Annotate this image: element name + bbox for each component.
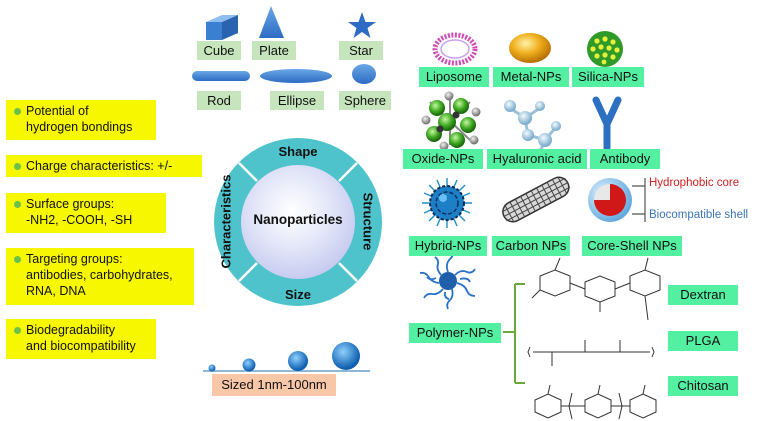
property-text: Surface groups: (26, 197, 115, 211)
cube-shape (206, 15, 238, 40)
nanoparticle-wheel (214, 138, 382, 306)
circle-label-characteristics: Characteristics (218, 174, 234, 269)
carbon-nanotube-illustration (501, 176, 571, 223)
size-scale-particles (203, 342, 370, 372)
shape-label-rod: Rod (197, 91, 241, 110)
circle-center-label: Nanoparticles (253, 212, 343, 227)
property-charge: Charge characteristics: +/- (6, 155, 202, 177)
label-polymer-nps: Polymer-NPs (409, 323, 501, 343)
antibody-illustration (592, 96, 622, 152)
circle-label-structure: Structure (360, 192, 376, 251)
label-hyaluronic-acid: Hyaluronic acid (487, 149, 587, 169)
size-range-label: Sized 1nm-100nm (212, 374, 336, 396)
label-hybrid-nps: Hybrid-NPs (409, 236, 487, 256)
label-core-shell-nps: Core-Shell NPs (582, 236, 682, 256)
sphere-shape (352, 64, 376, 84)
bullet-dot (14, 108, 21, 115)
label-liposome: Liposome (419, 67, 489, 87)
plga-structure (527, 340, 655, 366)
property-biodegradability: Biodegradability and biocompatibility (6, 319, 156, 359)
core-shell-illustration (588, 178, 646, 222)
property-text: Targeting groups: (26, 252, 123, 266)
label-plga: PLGA (668, 331, 738, 351)
property-text: Potential of (26, 104, 89, 118)
polymer-bracket (503, 283, 525, 384)
circle-label-size: Size (284, 287, 311, 302)
label-antibody: Antibody (590, 149, 660, 169)
hyaluronic-acid-illustration (504, 100, 561, 158)
ellipse-shape (260, 69, 332, 83)
chitosan-structure (534, 384, 657, 420)
property-hydrogen-bonding: Potential of hydrogen bondings (6, 100, 156, 140)
shape-label-ellipse: Ellipse (270, 91, 324, 110)
liposome-illustration (432, 32, 478, 66)
property-text: hydrogen bondings (26, 120, 133, 134)
shape-label-sphere: Sphere (339, 91, 391, 110)
label-dextran: Dextran (668, 285, 738, 305)
property-surface-groups: Surface groups: -NH2, -COOH, -SH (6, 193, 166, 233)
label-carbon-nps: Carbon NPs (492, 236, 570, 256)
label-chitosan: Chitosan (668, 376, 738, 396)
label-silica-nps: Silica-NPs (572, 67, 644, 87)
plate-shape (259, 6, 284, 38)
shape-label-plate: Plate (252, 41, 296, 60)
property-text: -NH2, -COOH, -SH (26, 213, 133, 227)
property-text: antibodies, carbohydrates, (26, 268, 173, 282)
rod-shape (192, 71, 250, 81)
shape-label-cube: Cube (197, 41, 241, 60)
silica-np-illustration (587, 31, 623, 67)
oxide-np-illustration (421, 91, 481, 151)
property-targeting-groups: Targeting groups: antibodies, carbohydra… (6, 248, 194, 305)
property-text: Biodegradability (26, 323, 115, 337)
bullet-dot (14, 201, 21, 208)
property-text: Charge characteristics: +/- (26, 159, 173, 173)
shape-label-star: Star (339, 41, 383, 60)
polymer-np-illustration (419, 250, 476, 310)
label-oxide-nps: Oxide-NPs (403, 149, 483, 169)
biocompatible-shell-label: Biocompatible shell (649, 209, 749, 221)
bullet-dot (14, 327, 21, 334)
circle-label-shape: Shape (278, 144, 318, 159)
hybrid-np-illustration (422, 178, 472, 228)
bullet-dot (14, 256, 21, 263)
property-text: and biocompatibility (26, 339, 136, 353)
bullet-dot (14, 163, 21, 170)
metal-np-illustration (509, 33, 551, 63)
label-metal-nps: Metal-NPs (493, 67, 569, 87)
star-shape (348, 12, 376, 38)
dextran-structure (531, 257, 661, 321)
hydrophobic-core-label: Hydrophobic core (649, 177, 740, 189)
property-text: RNA, DNA (26, 284, 86, 298)
